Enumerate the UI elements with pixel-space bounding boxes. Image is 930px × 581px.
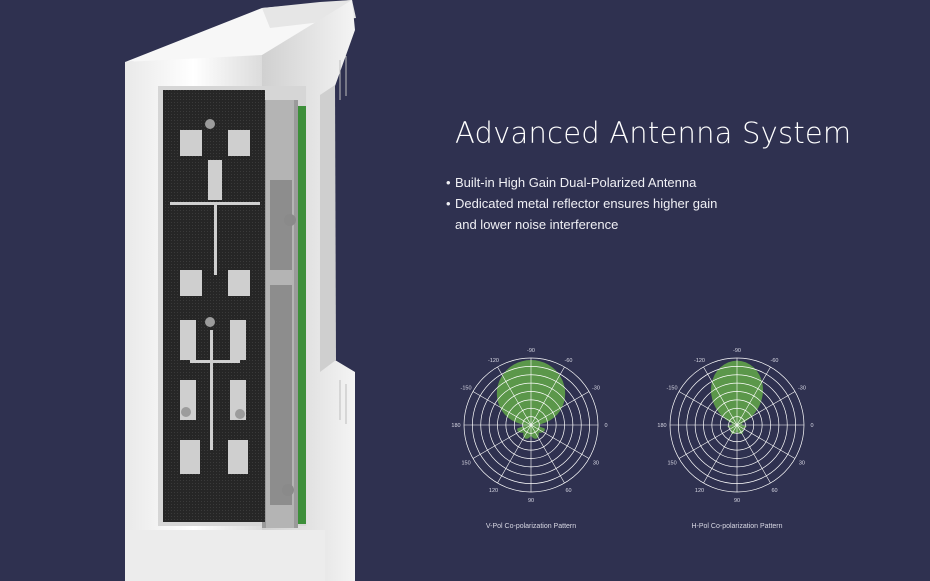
grid-spoke: [497, 366, 532, 426]
angle-label: -120: [694, 358, 705, 364]
grid-spoke: [703, 366, 738, 426]
angle-label: 120: [695, 488, 704, 494]
angle-label: 120: [489, 488, 498, 494]
angle-label: 150: [667, 461, 676, 467]
angle-label: -60: [771, 358, 779, 364]
product-image: [125, 0, 356, 581]
grid-spoke: [497, 424, 532, 484]
grid-spoke: [530, 366, 565, 426]
angle-label: 60: [771, 488, 777, 494]
grid-spoke: [472, 424, 532, 459]
bullet: •: [446, 196, 451, 211]
angle-label: -150: [461, 386, 472, 392]
polar-grid: -90 -60 -30 0 30 60 90 120 150 180 -150 -120: [451, 348, 607, 504]
v-pol-caption: V-Pol Co-polarization Pattern: [485, 523, 577, 530]
grid-spoke: [736, 424, 796, 459]
feature-item-continuation: and lower noise interference: [446, 214, 746, 235]
grid-spoke: [678, 391, 738, 426]
feature-text: Dedicated metal reflector ensures higher…: [455, 196, 718, 211]
angle-label: -60: [565, 358, 573, 364]
grid-spoke: [530, 424, 590, 459]
angle-label: -120: [488, 358, 499, 364]
bullet: •: [446, 175, 451, 190]
grid-spoke: [736, 391, 796, 426]
angle-label: -30: [592, 386, 600, 392]
angle-label: -90: [733, 348, 741, 354]
angle-label: -150: [667, 386, 678, 392]
angle-label: 0: [604, 423, 607, 429]
feature-text: and lower noise interference: [455, 217, 619, 232]
angle-label: 180: [657, 423, 666, 429]
grid-spoke: [530, 424, 565, 484]
v-pol-pattern-diagram: -90 -60 -30 0 30 60 90 120 150 180 -150 -120: [451, 348, 607, 504]
grid-spoke: [530, 391, 590, 426]
feature-list: • Built-in High Gain Dual-Polarized Ante…: [446, 172, 746, 235]
angle-label: 90: [734, 498, 740, 504]
grid-spoke: [472, 391, 532, 426]
feature-item: • Dedicated metal reflector ensures high…: [446, 193, 746, 214]
grid-spoke: [703, 424, 738, 484]
angle-label: 60: [565, 488, 571, 494]
polar-grid: -90 -60 -30 0 30 60 90 120 150 180 -150 -120: [657, 348, 813, 504]
angle-label: -90: [527, 348, 535, 354]
section-title: Advanced Antenna System: [455, 116, 852, 150]
angle-label: 180: [451, 423, 460, 429]
feature-item: • Built-in High Gain Dual-Polarized Ante…: [446, 172, 746, 193]
angle-label: 0: [810, 423, 813, 429]
feature-text: Built-in High Gain Dual-Polarized Antenn…: [455, 175, 697, 190]
angle-label: 30: [593, 461, 599, 467]
grid-spoke: [736, 424, 771, 484]
angle-label: -30: [798, 386, 806, 392]
angle-label: 150: [461, 461, 470, 467]
h-pol-caption: H-Pol Co-polarization Pattern: [691, 523, 783, 530]
h-pol-pattern-diagram: -90 -60 -30 0 30 60 90 120 150 180 -150 -120: [657, 348, 813, 504]
angle-label: 90: [528, 498, 534, 504]
angle-label: 30: [799, 461, 805, 467]
grid-spoke: [678, 424, 738, 459]
grid-spoke: [736, 366, 771, 426]
